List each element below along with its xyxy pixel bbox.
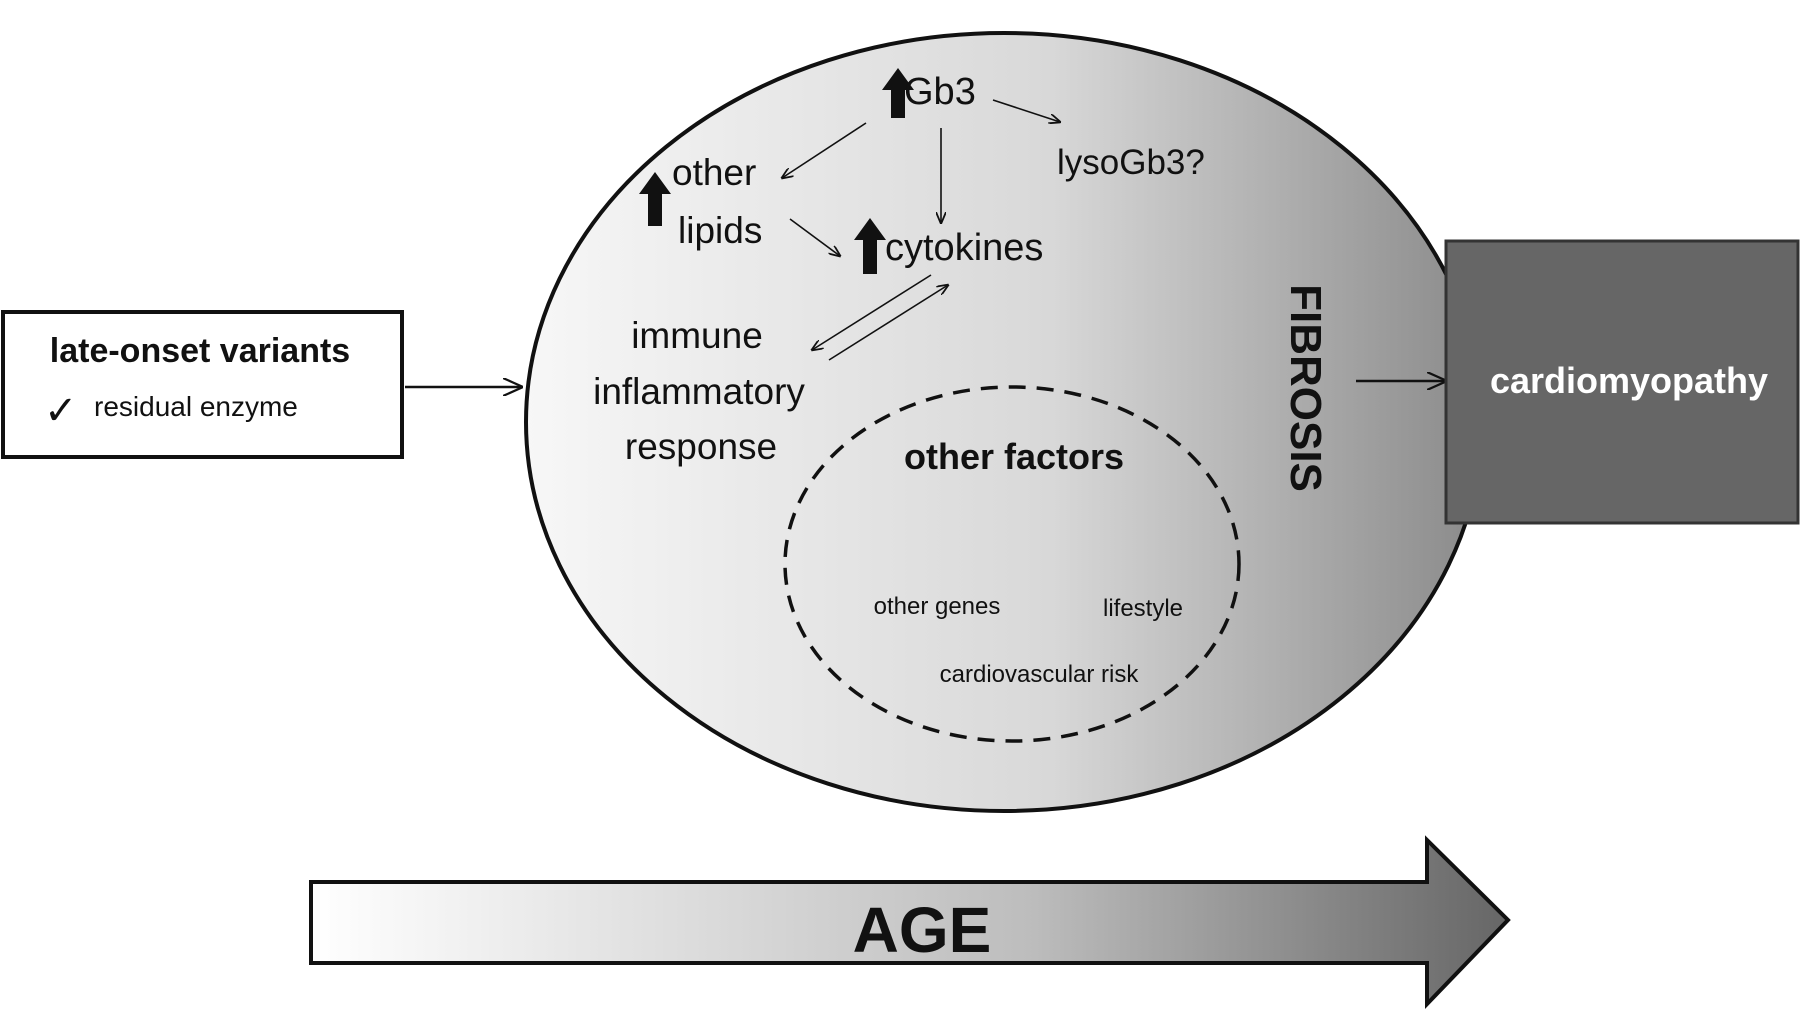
residual-enzyme-label: residual enzyme xyxy=(94,391,298,422)
other-lipids-label-line2: lipids xyxy=(678,210,762,251)
cardiomyopathy-box xyxy=(1444,239,1800,525)
arrow-immune-to-cytokines xyxy=(828,285,948,361)
lifestyle-label: lifestyle xyxy=(1103,595,1183,622)
lysogb3-label: lysoGb3? xyxy=(1057,143,1205,182)
up-arrow-icon xyxy=(639,172,671,226)
age-label: AGE xyxy=(853,894,992,966)
cardiomyopathy-label: cardiomyopathy xyxy=(1490,360,1768,401)
late-onset-variants-title: late-onset variants xyxy=(50,332,350,370)
immune-response-label-line3: response xyxy=(625,426,777,467)
up-arrow-icon xyxy=(854,218,886,274)
arrow-gb3-to-lysogb3 xyxy=(992,99,1060,122)
immune-response-label-line1: immune xyxy=(631,315,763,356)
age-arrow xyxy=(309,835,1511,1009)
gb3-label: Gb3 xyxy=(904,71,976,113)
pathogenesis-circle xyxy=(524,31,1484,813)
cardiovascular-risk-label: cardiovascular risk xyxy=(940,661,1140,688)
other-factors-title: other factors xyxy=(904,436,1124,477)
up-arrow-icon xyxy=(882,68,914,118)
immune-response-label-line2: inflammatory xyxy=(593,371,805,412)
late-onset-variants-box xyxy=(1,310,404,459)
arrow-gb3-to-other-lipids xyxy=(782,122,867,178)
checkmark-icon: ✓ xyxy=(44,389,78,433)
other-factors-circle xyxy=(783,385,1241,743)
cytokines-label: cytokines xyxy=(885,227,1043,269)
fibrosis-label: FIBROSIS xyxy=(1281,284,1330,492)
arrow-cytokines-to-immune xyxy=(812,274,932,350)
arrow-lipids-to-cytokines xyxy=(789,218,840,256)
other-lipids-label-line1: other xyxy=(672,152,756,193)
other-genes-label: other genes xyxy=(874,593,1001,620)
